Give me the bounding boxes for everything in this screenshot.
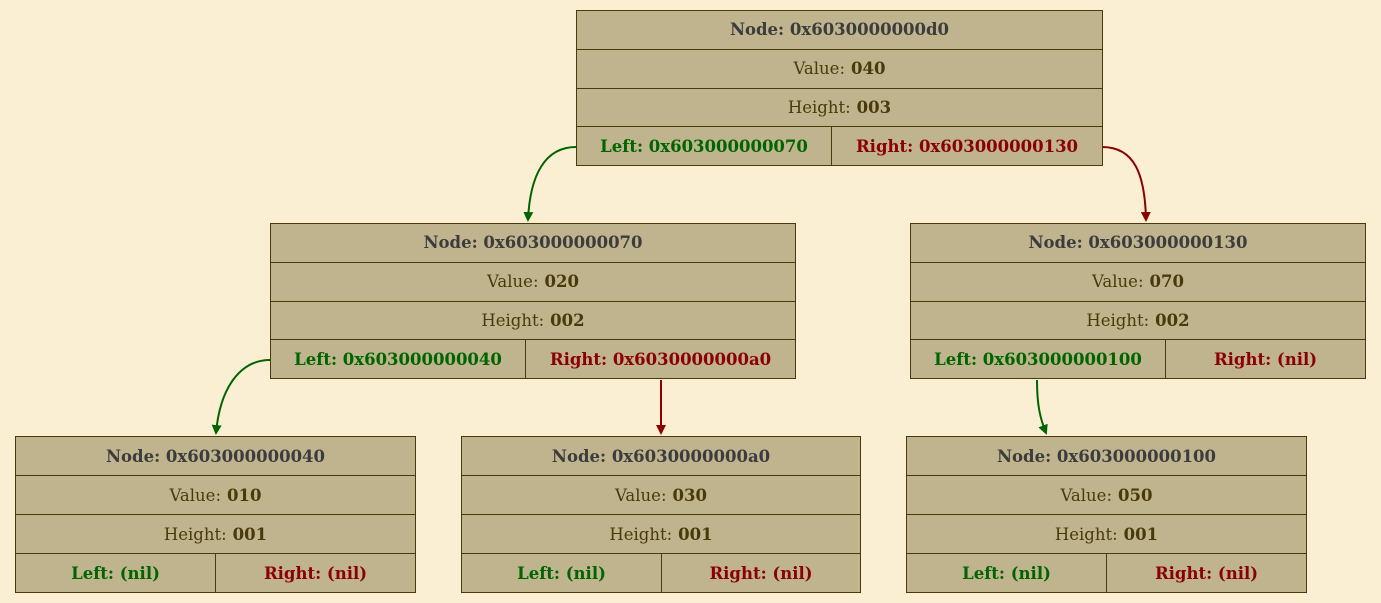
node-height-row: Height:001: [907, 515, 1306, 554]
left-pointer: Left: (nil): [907, 554, 1107, 592]
node-value: 020: [544, 272, 579, 292]
node-height: 001: [232, 524, 268, 544]
right-pointer: Right: (nil): [263, 563, 368, 583]
edge-n130-to-n100: [1036, 379, 1048, 435]
right-pointer: Right: (nil): [1154, 563, 1259, 583]
right-pointer: Right: 0x603000000130: [855, 136, 1079, 156]
right-pointer: Right: (nil): [709, 563, 813, 583]
node-value-row: Value: 050: [907, 476, 1306, 515]
node-value: 040: [851, 59, 886, 79]
value-label: Value:: [1092, 272, 1144, 292]
tree-node-100: Node: 0x603000000100 Value: 050 Height:00…: [906, 436, 1307, 593]
left-pointer: Left: 0x603000000040: [271, 340, 526, 378]
node-height: 002: [550, 310, 585, 330]
node-value-row: Value: 010: [16, 476, 415, 515]
height-label: Height:: [1086, 310, 1150, 330]
left-pointer: Left: (nil): [16, 554, 216, 592]
node-height-row: Height:002: [271, 302, 795, 341]
node-height: 003: [856, 97, 892, 117]
tree-node-040: Node: 0x603000000040 Value: 010 Height:00…: [15, 436, 416, 593]
node-height: 001: [678, 524, 713, 544]
node-height-row: Height:001: [16, 515, 415, 554]
node-value-row: Value:070: [911, 263, 1365, 302]
tree-node-root: Node: 0x6030000000d0 Value: 040 Height:00…: [576, 10, 1103, 166]
edge-d0-to-n70: [523, 146, 577, 222]
value-label: Value:: [1060, 485, 1112, 505]
node-pointers: Left: (nil) Right: (nil): [462, 554, 860, 592]
height-label: Height:: [787, 97, 851, 117]
tree-node-070: Node: 0x603000000070 Value:020 Height:00…: [270, 223, 796, 379]
node-pointers: Left: (nil) Right: (nil): [16, 554, 415, 592]
right-pointer: Right: 0x6030000000a0: [549, 349, 772, 369]
tree-node-130: Node: 0x603000000130 Value:070 Height:00…: [910, 223, 1366, 379]
left-pointer: Left: 0x603000000100: [911, 340, 1166, 378]
height-label: Height:: [163, 524, 227, 544]
node-height: 001: [1123, 524, 1159, 544]
node-value-row: Value: 040: [577, 50, 1102, 89]
node-value: 050: [1118, 485, 1153, 505]
node-height-row: Height:001: [462, 515, 860, 554]
node-pointers: Left: 0x603000000070 Right: 0x6030000001…: [577, 127, 1102, 165]
node-title: Node: 0x6030000000a0: [462, 437, 860, 476]
height-label: Height:: [1054, 524, 1118, 544]
node-height-row: Height:003: [577, 89, 1102, 128]
node-value: 010: [227, 485, 262, 505]
node-title: Node: 0x603000000130: [911, 224, 1365, 263]
height-label: Height:: [609, 524, 673, 544]
node-pointers: Left: 0x603000000040 Right: 0x6030000000…: [271, 340, 795, 378]
node-title: Node: 0x603000000100: [907, 437, 1306, 476]
node-value-row: Value:020: [271, 263, 795, 302]
node-value: 070: [1149, 272, 1184, 292]
value-label: Value:: [793, 59, 845, 79]
node-height: 002: [1155, 310, 1190, 330]
node-title: Node: 0x603000000070: [271, 224, 795, 263]
edge-d0-to-n130: [1101, 146, 1151, 222]
value-label: Value:: [615, 485, 667, 505]
tree-node-0a0: Node: 0x6030000000a0 Value:030 Height:00…: [461, 436, 861, 593]
value-label: Value:: [487, 272, 539, 292]
node-title: Node: 0x6030000000d0: [577, 11, 1102, 50]
left-pointer: Left: 0x603000000070: [577, 127, 832, 165]
node-pointers: Left: 0x603000000100 Right: (nil): [911, 340, 1365, 378]
value-label: Value:: [169, 485, 221, 505]
node-height-row: Height:002: [911, 302, 1365, 341]
height-label: Height:: [481, 310, 545, 330]
right-pointer: Right: (nil): [1213, 349, 1318, 369]
left-pointer: Left: (nil): [462, 554, 662, 592]
node-pointers: Left: (nil) Right: (nil): [907, 554, 1306, 592]
node-title: Node: 0x603000000040: [16, 437, 415, 476]
node-value-row: Value:030: [462, 476, 860, 515]
node-value: 030: [672, 485, 707, 505]
edge-n70-to-n40: [211, 359, 271, 435]
